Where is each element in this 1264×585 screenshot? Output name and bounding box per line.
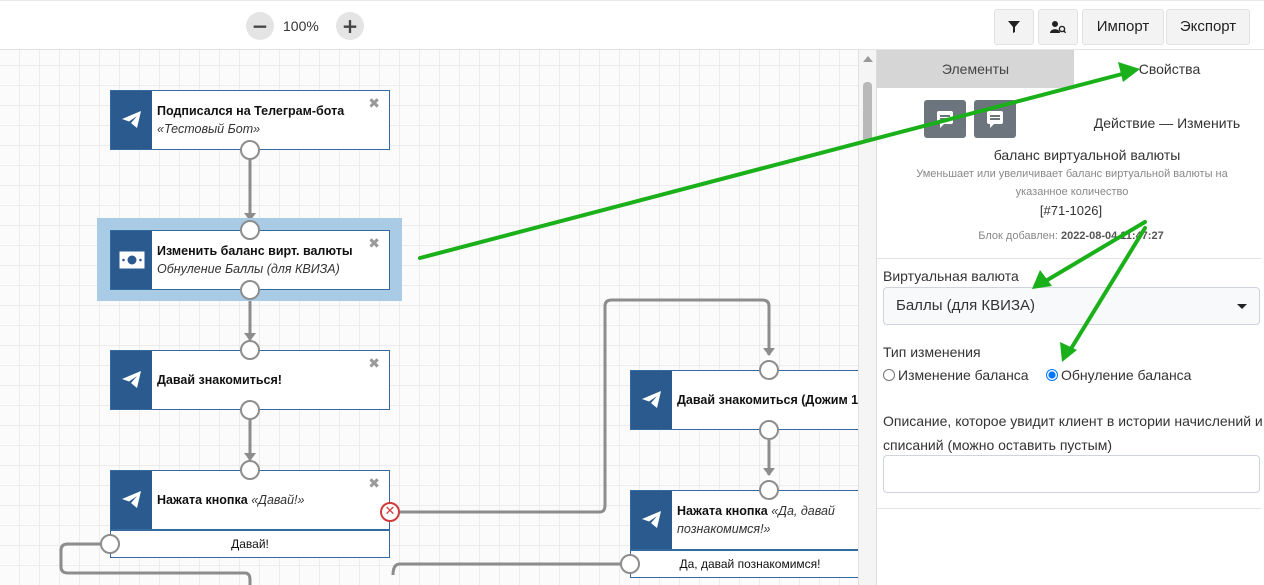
vertical-scrollbar[interactable]	[858, 50, 876, 585]
close-icon[interactable]: ✖	[368, 355, 380, 371]
divider	[877, 508, 1261, 509]
input-port[interactable]	[240, 340, 260, 360]
output-port[interactable]	[240, 400, 260, 420]
node-subtitle: «Тестовый Бот»	[157, 122, 261, 136]
output-port[interactable]	[100, 534, 120, 554]
node-title: Давай знакомиться!	[157, 373, 282, 387]
block-added-label: Блок добавлен:	[978, 230, 1058, 242]
scroll-up-icon[interactable]	[863, 56, 873, 62]
properties-panel: Элементы Свойства Действие — Изменить ба…	[876, 50, 1264, 585]
block-added: Блок добавлен: 2022-08-04 11:47:27	[877, 230, 1264, 242]
telegram-icon	[111, 471, 152, 529]
import-button[interactable]: Импорт	[1082, 9, 1164, 45]
telegram-icon	[111, 91, 152, 149]
node-title: Нажата кнопка	[677, 504, 768, 518]
node-subtitle: Обнуление Баллы (для КВИЗА)	[157, 262, 340, 276]
divider	[877, 258, 1261, 259]
zoom-in-button[interactable]: +	[336, 12, 364, 40]
action-id: [#71-1026]	[1039, 203, 1103, 218]
change-type-label: Тип изменения	[883, 344, 981, 360]
input-port[interactable]	[759, 480, 779, 500]
export-button[interactable]: Экспорт	[1166, 9, 1250, 45]
close-icon[interactable]: ✖	[368, 235, 380, 251]
output-port[interactable]	[620, 554, 640, 574]
connection-lines	[59, 160, 775, 585]
node-subtitle: «Да, давай познакомимся!»	[677, 504, 835, 536]
input-port[interactable]	[759, 360, 779, 380]
radio-reset-balance[interactable]: Обнуление баланса	[1046, 367, 1191, 383]
description-input[interactable]	[883, 455, 1260, 493]
radio-input-reset[interactable]	[1046, 369, 1058, 381]
close-icon[interactable]: ✖	[368, 95, 380, 111]
action-title: Действие — Изменить баланс виртуальной в…	[993, 115, 1241, 163]
user-search-icon	[1050, 21, 1067, 34]
scroll-thumb[interactable]	[863, 82, 872, 142]
delete-connection-icon[interactable]: ✕	[380, 502, 400, 522]
node-button-label: Давай!	[110, 530, 390, 558]
close-icon[interactable]: ✖	[368, 475, 380, 491]
radio-change-balance[interactable]: Изменение баланса	[883, 367, 1029, 383]
action-description: Уменьшает или увеличивает баланс виртуал…	[916, 168, 1228, 198]
node-button-pressed-2[interactable]: Нажата кнопка «Да, давай познакомимся!» …	[630, 490, 858, 578]
radio-input-change[interactable]	[883, 369, 895, 381]
flow-canvas[interactable]: Подписался на Телеграм-бота «Тестовый Бо…	[0, 50, 858, 585]
node-subtitle: «Давай!»	[251, 493, 305, 507]
telegram-icon	[631, 371, 672, 429]
radio-label: Изменение баланса	[898, 367, 1029, 383]
currency-label: Виртуальная валюта	[883, 268, 1019, 284]
currency-value: Баллы (для КВИЗА)	[896, 297, 1036, 314]
filter-icon	[1008, 21, 1020, 33]
telegram-icon	[111, 351, 152, 409]
radio-label: Обнуление баланса	[1061, 367, 1192, 383]
node-title: Давай знакомиться (Дожим 1)	[677, 393, 858, 407]
user-search-button[interactable]	[1038, 9, 1078, 45]
node-title: Изменить баланс вирт. валюты	[157, 244, 353, 258]
output-port[interactable]	[759, 420, 779, 440]
node-lets-meet-followup[interactable]: Давай знакомиться (Дожим 1)	[630, 370, 858, 430]
tab-elements[interactable]: Элементы	[877, 50, 1074, 88]
chevron-down-icon	[1237, 304, 1247, 309]
node-button-label: Да, давай познакомимся!	[630, 550, 858, 578]
node-title: Нажата кнопка	[157, 493, 248, 507]
filter-button[interactable]	[994, 9, 1034, 45]
zoom-out-button[interactable]: −	[246, 12, 274, 40]
output-port[interactable]	[240, 280, 260, 300]
tab-properties[interactable]: Свойства	[1074, 50, 1264, 88]
input-port[interactable]	[240, 460, 260, 480]
description-label: Описание, которое увидит клиент в истори…	[883, 413, 1263, 453]
zoom-level: 100%	[283, 18, 319, 34]
telegram-icon	[631, 491, 672, 549]
input-port[interactable]	[240, 220, 260, 240]
output-port[interactable]	[240, 140, 260, 160]
node-button-pressed[interactable]: Нажата кнопка «Давай!» ✖ Давай!	[110, 470, 390, 558]
currency-select[interactable]: Баллы (для КВИЗА)	[883, 287, 1260, 325]
toolbar: − 100% + Импорт Экспорт	[0, 0, 1264, 50]
block-added-value: 2022-08-04 11:47:27	[1060, 230, 1164, 242]
money-icon	[111, 231, 152, 289]
node-title: Подписался на Телеграм-бота	[157, 104, 345, 118]
